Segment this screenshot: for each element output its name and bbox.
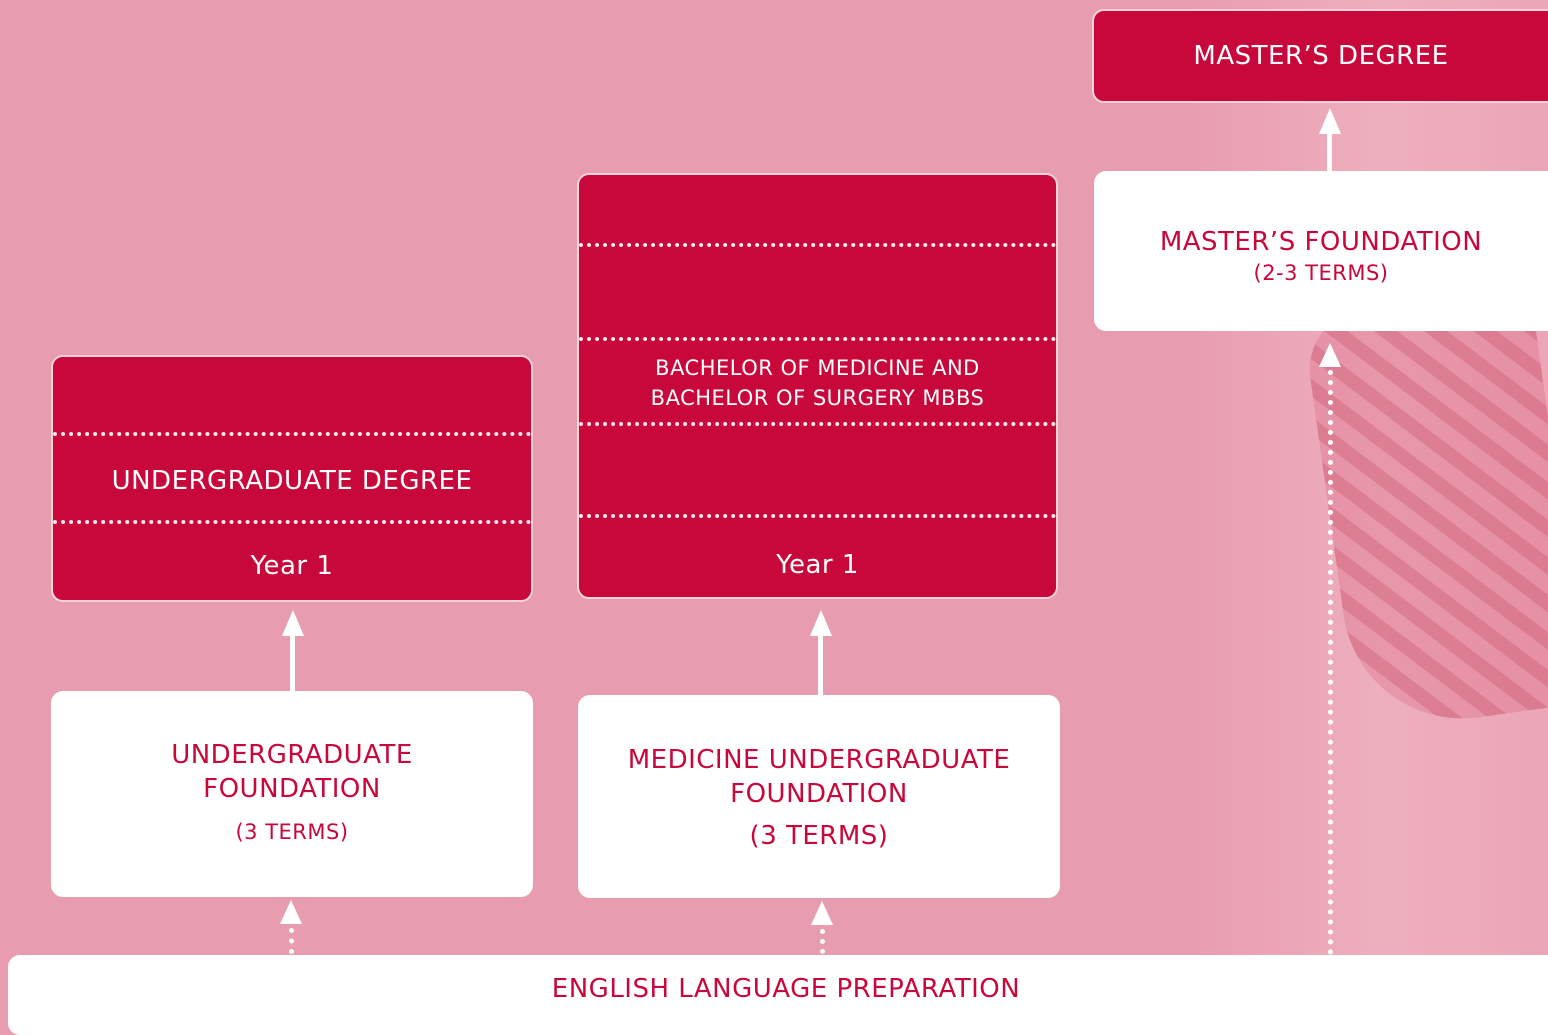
medicine-foundation-box: MEDICINE UNDERGRADUATE FOUNDATION (3 TER… — [578, 695, 1060, 898]
dotted-arrow-undergraduate-shaft — [289, 928, 294, 954]
divider — [579, 243, 1056, 247]
undergraduate-foundation-line1: UNDERGRADUATE — [171, 740, 413, 770]
undergraduate-year-label: Year 1 — [250, 551, 334, 581]
arrow-masters-head — [1319, 108, 1341, 134]
arrow-undergraduate-head — [282, 610, 304, 636]
divider — [579, 422, 1056, 426]
divider — [579, 337, 1056, 341]
medicine-degree-line1: BACHELOR OF MEDICINE AND — [655, 356, 980, 380]
arrow-undergraduate-shaft — [290, 630, 295, 692]
arrow-medicine-shaft — [818, 630, 823, 696]
english-language-preparation-label: ENGLISH LANGUAGE PREPARATION — [551, 974, 1021, 1004]
masters-degree-box: MASTER’S DEGREE — [1092, 9, 1548, 103]
medicine-foundation-line1: MEDICINE UNDERGRADUATE — [627, 745, 1011, 775]
undergraduate-foundation-line2: FOUNDATION — [203, 774, 381, 804]
undergraduate-degree-label: UNDERGRADUATE DEGREE — [111, 466, 473, 496]
masters-foundation-label: MASTER’S FOUNDATION — [1159, 227, 1483, 257]
undergraduate-foundation-box: UNDERGRADUATE FOUNDATION (3 TERMS) — [51, 691, 533, 897]
english-language-preparation-bar: ENGLISH LANGUAGE PREPARATION — [8, 955, 1548, 1035]
arrow-masters-shaft — [1327, 128, 1332, 172]
masters-foundation-box: MASTER’S FOUNDATION (2-3 TERMS) — [1094, 171, 1548, 331]
medicine-foundation-line2: FOUNDATION — [730, 779, 908, 809]
divider — [579, 514, 1056, 518]
dotted-arrow-medicine-shaft — [820, 929, 825, 954]
undergraduate-foundation-terms: (3 TERMS) — [235, 820, 349, 844]
dotted-arrow-masters-shaft — [1328, 370, 1333, 955]
medicine-foundation-terms: (3 TERMS) — [749, 821, 889, 851]
undergraduate-degree-box: UNDERGRADUATE DEGREE Year 1 — [51, 355, 533, 602]
medicine-degree-line2: BACHELOR OF SURGERY MBBS — [650, 386, 985, 410]
divider — [53, 432, 531, 436]
masters-foundation-terms: (2-3 TERMS) — [1253, 261, 1389, 285]
arrow-medicine-head — [810, 610, 832, 636]
divider — [53, 520, 531, 524]
medicine-year-label: Year 1 — [776, 550, 859, 580]
masters-degree-label: MASTER’S DEGREE — [1193, 41, 1449, 71]
dotted-arrow-undergraduate-head — [280, 900, 302, 924]
dotted-arrow-medicine-head — [811, 901, 833, 925]
background-photo — [1180, 0, 1548, 1018]
dotted-arrow-masters-head — [1319, 343, 1341, 367]
medicine-degree-box: BACHELOR OF MEDICINE AND BACHELOR OF SUR… — [577, 173, 1058, 599]
